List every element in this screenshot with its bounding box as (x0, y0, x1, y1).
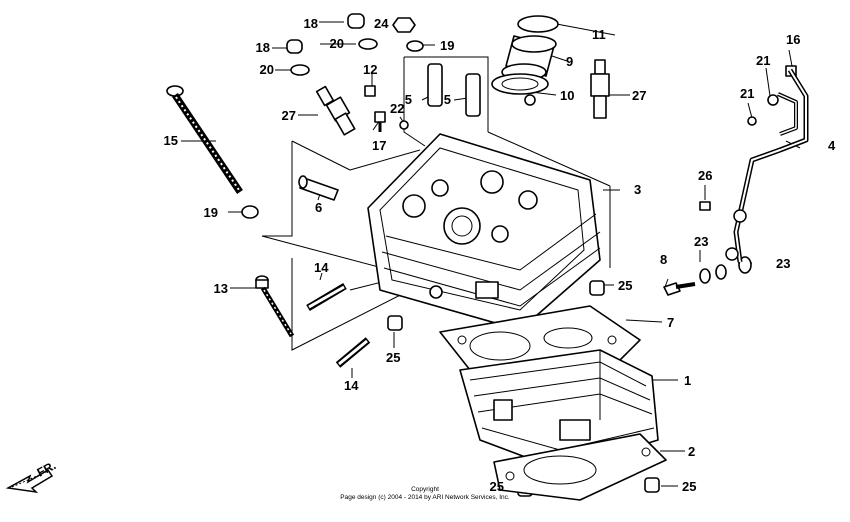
copyright-line-2: Page design (c) 2004 - 2014 by ARI Netwo… (340, 494, 510, 501)
callout-25: 25 (386, 350, 400, 365)
callout-7: 7 (667, 315, 674, 330)
spark-plug-right (590, 59, 610, 119)
dowel-pins-14 (306, 282, 371, 368)
callout-24: 24 (374, 16, 389, 31)
callout-18: 18 (256, 40, 270, 55)
oil-pipe-4 (725, 68, 809, 263)
callout-4: 4 (828, 138, 836, 153)
stud-bolt-13 (255, 275, 295, 338)
base-gasket-2 (493, 433, 667, 501)
callout-8: 8 (660, 252, 667, 267)
copyright-footer: Copyright Page design (c) 2004 - 2014 by… (340, 486, 510, 501)
pipe-6 (298, 175, 339, 201)
callout-26: 26 (698, 168, 712, 183)
copyright-line-1: Copyright (411, 486, 439, 493)
callout-5: 5 (444, 92, 451, 107)
callout-15: 15 (164, 133, 178, 148)
callout-27: 27 (282, 108, 296, 123)
spark-plug-left (315, 85, 356, 136)
callout-21: 21 (740, 86, 754, 101)
callout-19: 19 (204, 205, 218, 220)
callout-16: 16 (786, 32, 800, 47)
callout-23: 23 (776, 256, 790, 271)
callout-11: 11 (592, 27, 606, 42)
callout-25: 25 (682, 479, 696, 494)
callout-19: 19 (440, 38, 454, 53)
callout-12: 12 (363, 62, 377, 77)
caps-nuts-washers (241, 13, 779, 219)
callout-10: 10 (560, 88, 574, 103)
callout-14: 14 (314, 260, 329, 275)
callout-23: 23 (694, 234, 708, 249)
callout-6: 6 (315, 200, 322, 215)
intake-joint-9 (491, 15, 559, 106)
screws (364, 65, 797, 296)
callout-27: 27 (632, 88, 646, 103)
callout-20: 20 (330, 36, 344, 51)
callout-25: 25 (490, 479, 504, 494)
callout-20: 20 (260, 62, 274, 77)
callout-22: 22 (390, 101, 404, 116)
washers-23 (699, 256, 752, 284)
front-direction-arrow: FR. (5, 458, 58, 494)
callout-25: 25 (618, 278, 632, 293)
callout-13: 13 (214, 281, 228, 296)
callout-2: 2 (688, 444, 695, 459)
long-stud-bolt (166, 85, 243, 194)
callout-9: 9 (566, 54, 573, 69)
callout-14: 14 (344, 378, 359, 393)
callout-5: 5 (405, 92, 412, 107)
valve-guides-5 (427, 63, 481, 117)
callout-labels: 18 24 11 18 20 19 9 16 20 12 21 5 5 10 2… (164, 16, 836, 494)
callout-1: 1 (684, 373, 691, 388)
cylinder-head-3 (367, 133, 601, 331)
callout-3: 3 (634, 182, 641, 197)
callout-17: 17 (372, 138, 386, 153)
callout-18: 18 (304, 16, 318, 31)
callout-21: 21 (756, 53, 770, 68)
